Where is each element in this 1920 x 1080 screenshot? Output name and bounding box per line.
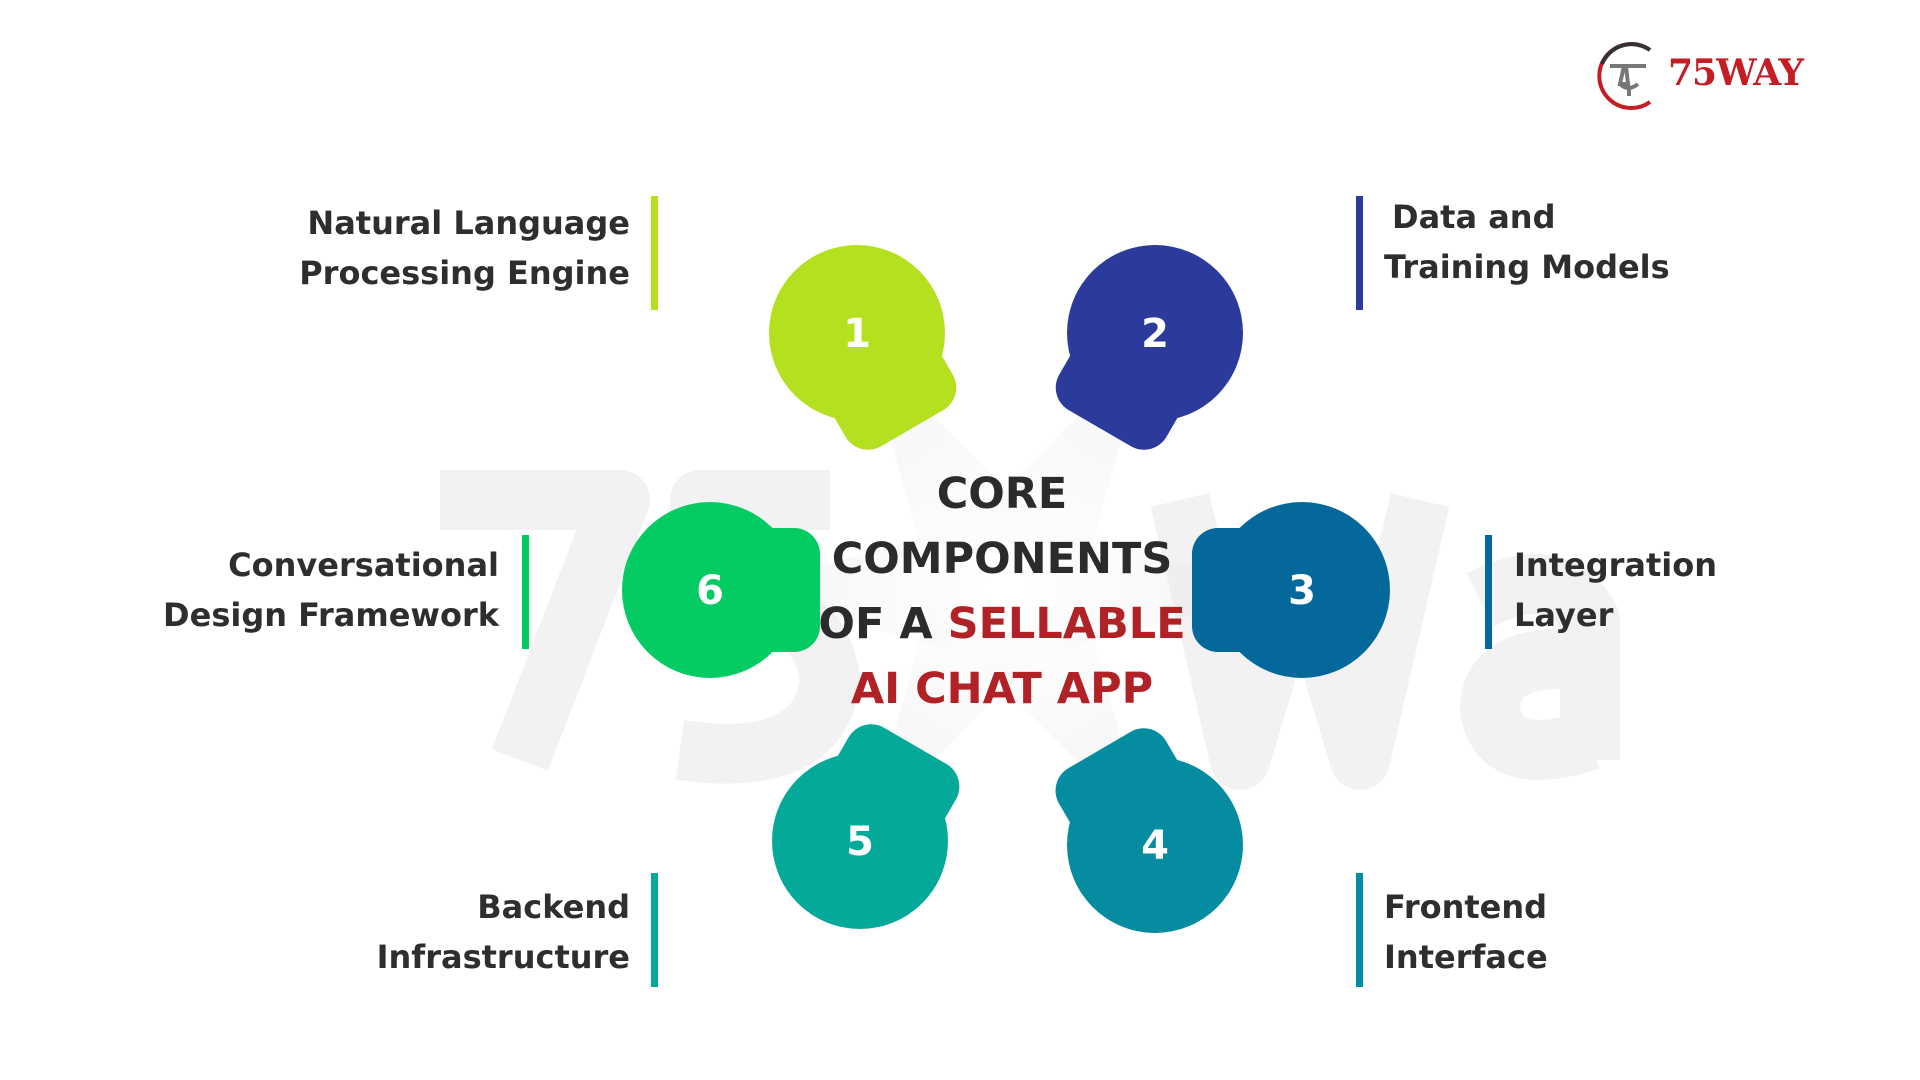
petal-shadow (730, 520, 990, 660)
petal-number: 2 (1141, 311, 1169, 357)
brand-logo: 75WAY (1590, 40, 1810, 112)
petal-number: 4 (1141, 823, 1169, 869)
title-red-part: SELLABLE (947, 599, 1186, 649)
accent-bar-6 (522, 535, 529, 649)
label-line: Backend (477, 888, 630, 926)
label-line: Layer (1514, 596, 1614, 634)
petal-number: 5 (846, 819, 874, 865)
component-label-3: Integration Layer (1514, 540, 1717, 640)
accent-bar-5 (651, 873, 658, 987)
label-line: Integration (1514, 546, 1717, 584)
petal-4: 4 (1055, 728, 1243, 933)
label-line: Conversational (228, 546, 499, 584)
logo-text: 75WAY (1668, 52, 1804, 94)
title-line-3: OF A SELLABLE (782, 592, 1222, 657)
label-line: Processing Engine (299, 254, 630, 292)
petal-1: 1 (769, 245, 957, 450)
logo-emblem-icon (1597, 42, 1652, 110)
label-line: Infrastructure (376, 938, 630, 976)
title-line-1: CORE (936, 469, 1068, 519)
component-label-1: Natural Language Processing Engine (299, 198, 630, 298)
petal-6: 6 (622, 502, 820, 678)
petal-3: 3 (1192, 502, 1390, 678)
accent-bar-1 (651, 196, 658, 310)
title-line-2: COMPONENTS (831, 534, 1173, 584)
petal-5: 5 (772, 724, 960, 929)
label-line: Data and (1392, 198, 1556, 236)
label-line: Design Framework (163, 596, 499, 634)
accent-bar-4 (1356, 873, 1363, 987)
component-label-6: Conversational Design Framework (163, 540, 499, 640)
component-label-2: Data and Training Models (1384, 192, 1670, 292)
title-line-4: AI CHAT APP (850, 664, 1154, 714)
label-line: Training Models (1384, 248, 1670, 286)
diagram-title: CORE COMPONENTS OF A SELLABLE AI CHAT AP… (782, 462, 1222, 722)
petal-number: 3 (1288, 568, 1316, 614)
petal-number: 6 (696, 568, 724, 614)
accent-bar-3 (1485, 535, 1492, 649)
title-dark-part: OF A (818, 599, 933, 649)
label-line: Frontend (1384, 888, 1548, 926)
petal-number: 1 (843, 311, 871, 357)
label-line: Natural Language (307, 204, 630, 242)
component-label-5: Backend Infrastructure (377, 882, 630, 982)
label-line: Interface (1384, 938, 1548, 976)
petal-2: 2 (1055, 245, 1243, 450)
accent-bar-2 (1356, 196, 1363, 310)
component-label-4: Frontend Interface (1384, 882, 1548, 982)
